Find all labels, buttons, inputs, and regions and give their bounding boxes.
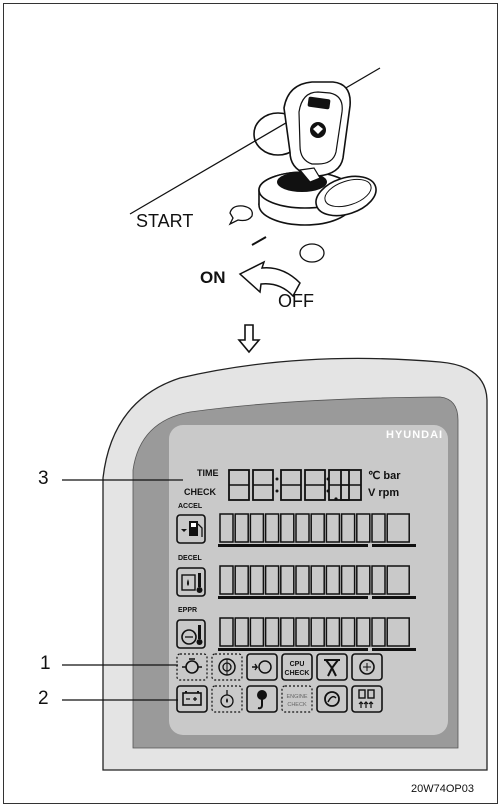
cpu-check-line1: CPU <box>290 661 305 668</box>
unit-top-label: ℃ bar <box>368 470 401 482</box>
unit-bottom-label: V rpm <box>368 487 400 499</box>
bar-segment <box>340 513 356 543</box>
ignition-switch <box>129 67 381 298</box>
bar-baseline <box>218 596 368 599</box>
down-arrow-icon <box>237 324 261 354</box>
instrument-cluster <box>102 357 488 771</box>
bar-segment <box>280 513 295 543</box>
bar-segment <box>340 617 356 647</box>
bar-segment <box>310 617 325 647</box>
bar-baseline <box>218 544 368 547</box>
overload-icon <box>324 659 340 677</box>
water-separator-icon <box>220 690 234 708</box>
bar-segment <box>371 565 386 595</box>
bar-segment <box>219 565 234 595</box>
engine-check-line1: ENGINE <box>286 694 307 700</box>
bar-baseline <box>372 544 416 547</box>
bar-segment <box>356 513 371 543</box>
coolant-temp-icon <box>176 619 206 649</box>
bar-segment <box>340 565 356 595</box>
bar-segment <box>249 513 265 543</box>
cpu-check-icon: CPU CHECK <box>285 661 310 677</box>
bar-segment <box>356 617 371 647</box>
bar-segment <box>280 617 295 647</box>
preheat-icon <box>324 691 340 707</box>
accel-bar-graph <box>218 513 416 547</box>
figure-code: 20W74OP03 <box>411 783 474 795</box>
bar-segment <box>371 513 386 543</box>
eppr-label: EPPR <box>178 607 198 614</box>
check-label: CHECK <box>184 487 217 497</box>
decel-label: DECEL <box>178 555 202 562</box>
hydraulic-pressure-icon <box>358 689 375 708</box>
brand-label: HYUNDAI <box>386 429 444 441</box>
callout-3: 3 <box>38 468 49 489</box>
accel-label: ACCEL <box>178 503 203 510</box>
bar-segment <box>249 617 265 647</box>
warning-icons-row-1: CPU CHECK <box>176 653 383 681</box>
oil-pressure-icon <box>182 658 202 674</box>
air-cleaner-icon <box>218 658 236 676</box>
off-label: OFF <box>278 291 314 311</box>
bar-segment <box>386 565 410 595</box>
bar-baseline <box>218 648 368 651</box>
bar-segment <box>295 565 310 595</box>
decel-bar-graph <box>218 565 416 599</box>
bar-segment <box>356 565 371 595</box>
coolant-warning-icon <box>252 660 272 674</box>
callout-1: 1 <box>40 653 51 674</box>
bar-baseline <box>372 648 416 651</box>
bar-segment <box>234 565 249 595</box>
warning-icons-row-2: ENGINE CHECK <box>176 685 383 713</box>
fuel-pump-icon <box>176 514 206 544</box>
bar-segment <box>219 617 234 647</box>
overload-hook-icon <box>257 690 267 710</box>
transmission-oil-icon <box>359 659 375 675</box>
bar-segment <box>264 617 280 647</box>
callout-2: 2 <box>38 688 49 709</box>
bar-segment <box>219 513 234 543</box>
time-label: TIME <box>197 468 219 478</box>
bar-segment <box>325 513 341 543</box>
cpu-check-line2: CHECK <box>285 670 310 677</box>
bar-segment <box>234 617 249 647</box>
bar-segment <box>325 617 341 647</box>
bar-segment <box>295 617 310 647</box>
bar-segment <box>310 565 325 595</box>
bar-segment <box>264 565 280 595</box>
bar-segment <box>325 565 341 595</box>
digit-display <box>228 469 362 501</box>
bar-segment <box>386 513 410 543</box>
bar-segment <box>295 513 310 543</box>
eppr-bar-graph <box>218 617 416 651</box>
bar-segment <box>386 617 410 647</box>
figure-frame <box>3 3 498 804</box>
bar-segment <box>264 513 280 543</box>
start-label: START <box>136 211 194 231</box>
bar-segment <box>249 565 265 595</box>
battery-charging-icon <box>182 691 202 706</box>
bar-segment <box>234 513 249 543</box>
engine-check-line2: CHECK <box>287 702 307 708</box>
bar-segment <box>371 617 386 647</box>
on-label: ON <box>200 268 226 287</box>
bar-segment <box>310 513 325 543</box>
engine-check-icon: ENGINE CHECK <box>286 694 307 708</box>
bar-baseline <box>372 596 416 599</box>
hydraulic-oil-temp-icon <box>176 567 206 597</box>
bar-segment <box>280 565 295 595</box>
